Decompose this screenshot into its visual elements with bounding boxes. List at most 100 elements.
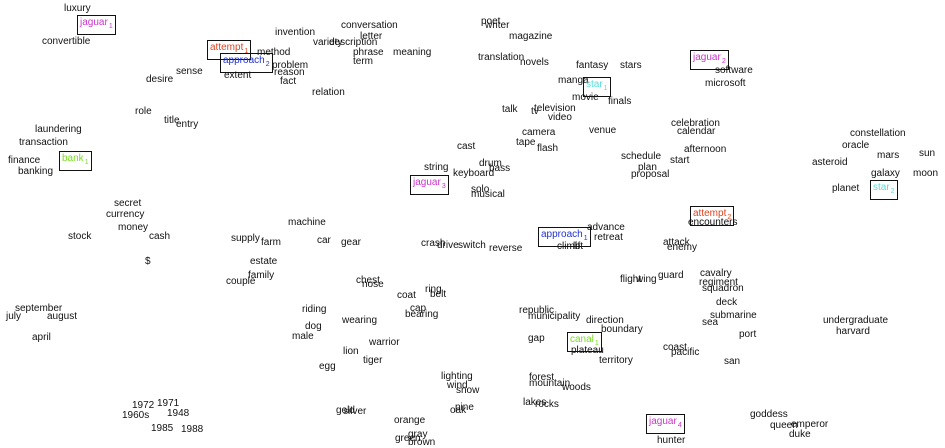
- highlighted-word-text: attempt: [210, 42, 244, 53]
- word-label-encounters: encounters: [688, 217, 738, 228]
- word-label-hunter: hunter: [657, 435, 686, 446]
- word-label-sea: sea: [702, 317, 719, 328]
- word-label-venue: venue: [589, 125, 617, 136]
- word-label-oracle: oracle: [842, 140, 870, 151]
- highlighted-word-jaguar-2: jaguar2: [690, 50, 729, 70]
- word-label-crash: crash: [421, 238, 446, 249]
- word-label-1948: 1948: [167, 408, 190, 419]
- word-label-estate: estate: [250, 256, 278, 267]
- word-label-lion: lion: [343, 346, 359, 357]
- word-label-mars: mars: [877, 150, 900, 161]
- word-label-method: method: [257, 47, 291, 58]
- word-label-warrior: warrior: [369, 337, 400, 348]
- highlighted-word-sense-index: 2: [265, 61, 270, 68]
- highlighted-word-text: canal: [570, 334, 594, 345]
- word-label-tape: tape: [516, 137, 536, 148]
- highlighted-word-text: approach: [541, 229, 583, 240]
- word-label-republic: republic: [519, 305, 555, 316]
- word-label-brown: brown: [408, 437, 436, 448]
- highlighted-word-attempt-2: attempt2: [690, 206, 735, 226]
- word-label-galaxy: galaxy: [871, 168, 900, 179]
- highlighted-word-sense-index: 4: [677, 422, 682, 429]
- highlighted-word-text: jaguar: [693, 52, 721, 63]
- word-label-undergraduate: undergraduate: [823, 315, 889, 326]
- word-label-coat: coat: [397, 290, 416, 301]
- word-label-mountain: mountain: [529, 378, 571, 389]
- word-label-celebration: celebration: [671, 118, 720, 129]
- word-label-rocks: rocks: [535, 399, 559, 410]
- word-label-wing: wing: [636, 274, 657, 285]
- word-label-pacific: pacific: [671, 347, 700, 358]
- word-label-dog: dog: [305, 321, 322, 332]
- word-label-desire: desire: [146, 74, 174, 85]
- word-label-snow: snow: [456, 385, 480, 396]
- word-label-luxury: luxury: [64, 3, 91, 14]
- word-label-pine: pine: [455, 402, 474, 413]
- word-label-calendar: calendar: [677, 126, 716, 137]
- word-label-september: september: [15, 303, 63, 314]
- word-label-start: start: [670, 155, 690, 166]
- word-label-farm: farm: [261, 237, 281, 248]
- word-label-riding: riding: [302, 304, 327, 315]
- highlighted-word-sense-index: 1: [583, 235, 588, 242]
- word-label-meaning: meaning: [393, 47, 432, 58]
- word-label-variety: variety: [313, 37, 343, 48]
- word-label-1972: 1972: [132, 400, 155, 411]
- word-label-writer: writer: [485, 20, 510, 31]
- highlighted-word-sense-index: 3: [441, 183, 446, 190]
- word-label-convertible: convertible: [42, 36, 91, 47]
- word-label-emperor: emperor: [791, 419, 829, 430]
- word-label-chest: chest: [356, 275, 380, 286]
- highlighted-word-approach-1: approach1: [538, 227, 591, 247]
- word-label-goddess: goddess: [750, 409, 788, 420]
- word-label-currency: currency: [106, 209, 145, 220]
- word-label-municipality: municipality: [528, 311, 581, 322]
- highlighted-word-text: star: [873, 182, 890, 193]
- word-label-plan: plan: [638, 162, 657, 173]
- word-label-gold: gold: [336, 405, 355, 416]
- word-label-cast: cast: [457, 141, 476, 152]
- word-label-conversation: conversation: [341, 20, 398, 31]
- word-label-dollar: $: [145, 256, 151, 267]
- word-label-stock: stock: [68, 231, 92, 242]
- word-label-constellation: constellation: [850, 128, 906, 139]
- word-label-orange: orange: [394, 415, 426, 426]
- word-label-san: san: [724, 356, 741, 367]
- highlighted-word-star-2: star2: [870, 180, 898, 200]
- highlighted-word-text: jaguar: [413, 177, 441, 188]
- highlighted-word-text: star: [586, 79, 603, 90]
- highlighted-word-text: attempt: [693, 208, 727, 219]
- word-label-musical: musical: [471, 189, 505, 200]
- word-label-coast: coast: [663, 342, 687, 353]
- word-label-lakes: lakes: [523, 397, 547, 408]
- word-label-bass: bass: [489, 163, 511, 174]
- word-label-wearing: wearing: [342, 315, 378, 326]
- word-label-phrase: phrase: [353, 47, 384, 58]
- word-label-banking: banking: [18, 166, 54, 177]
- word-label-reason: reason: [274, 67, 305, 78]
- word-label-1971: 1971: [157, 398, 180, 409]
- word-label-laundering: laundering: [35, 124, 82, 135]
- word-label-male: male: [292, 331, 314, 342]
- word-label-television: television: [534, 103, 576, 114]
- word-label-family: family: [248, 270, 275, 281]
- word-label-asteroid: asteroid: [812, 157, 848, 168]
- word-label-invention: invention: [275, 27, 316, 38]
- highlighted-word-text: approach: [223, 55, 265, 66]
- highlighted-word-jaguar-4: jaguar4: [646, 414, 685, 434]
- word-label-duke: duke: [789, 429, 811, 440]
- highlighted-word-attempt-1: attempt1: [207, 40, 252, 60]
- word-label-flight: flight: [620, 274, 642, 285]
- word-label-role: role: [135, 106, 152, 117]
- word-label-finance: finance: [8, 155, 41, 166]
- highlighted-word-sense-index: 2: [727, 214, 732, 221]
- word-label-entry: entry: [176, 119, 199, 130]
- highlighted-word-text: jaguar: [649, 416, 677, 427]
- word-label-belt: belt: [430, 289, 447, 300]
- word-label-retreat: retreat: [594, 232, 623, 243]
- word-label-fact: fact: [280, 76, 297, 87]
- word-label-solo: solo: [471, 184, 490, 195]
- highlighted-word-star-1: star1: [583, 77, 611, 97]
- word-label-schedule: schedule: [621, 151, 662, 162]
- word-label-enemy: enemy: [667, 242, 698, 253]
